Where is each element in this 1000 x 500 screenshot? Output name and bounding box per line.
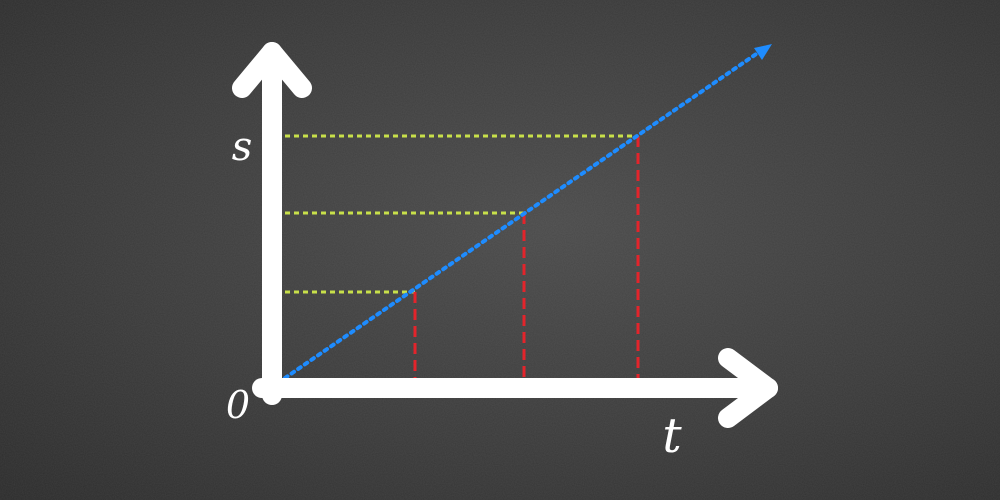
axes [232, 42, 778, 428]
position-time-line [283, 44, 772, 380]
origin-label: 0 [226, 383, 250, 427]
vertical-guides [413, 136, 640, 380]
position-time-line-path [283, 48, 764, 380]
x-axis-arrowhead [718, 348, 778, 428]
y-axis-label: s [232, 124, 253, 170]
position-time-line-arrowhead [754, 44, 772, 60]
y-axis-arrowhead [232, 42, 312, 98]
x-axis-label: t [662, 408, 682, 464]
horizontal-guides [285, 134, 638, 294]
